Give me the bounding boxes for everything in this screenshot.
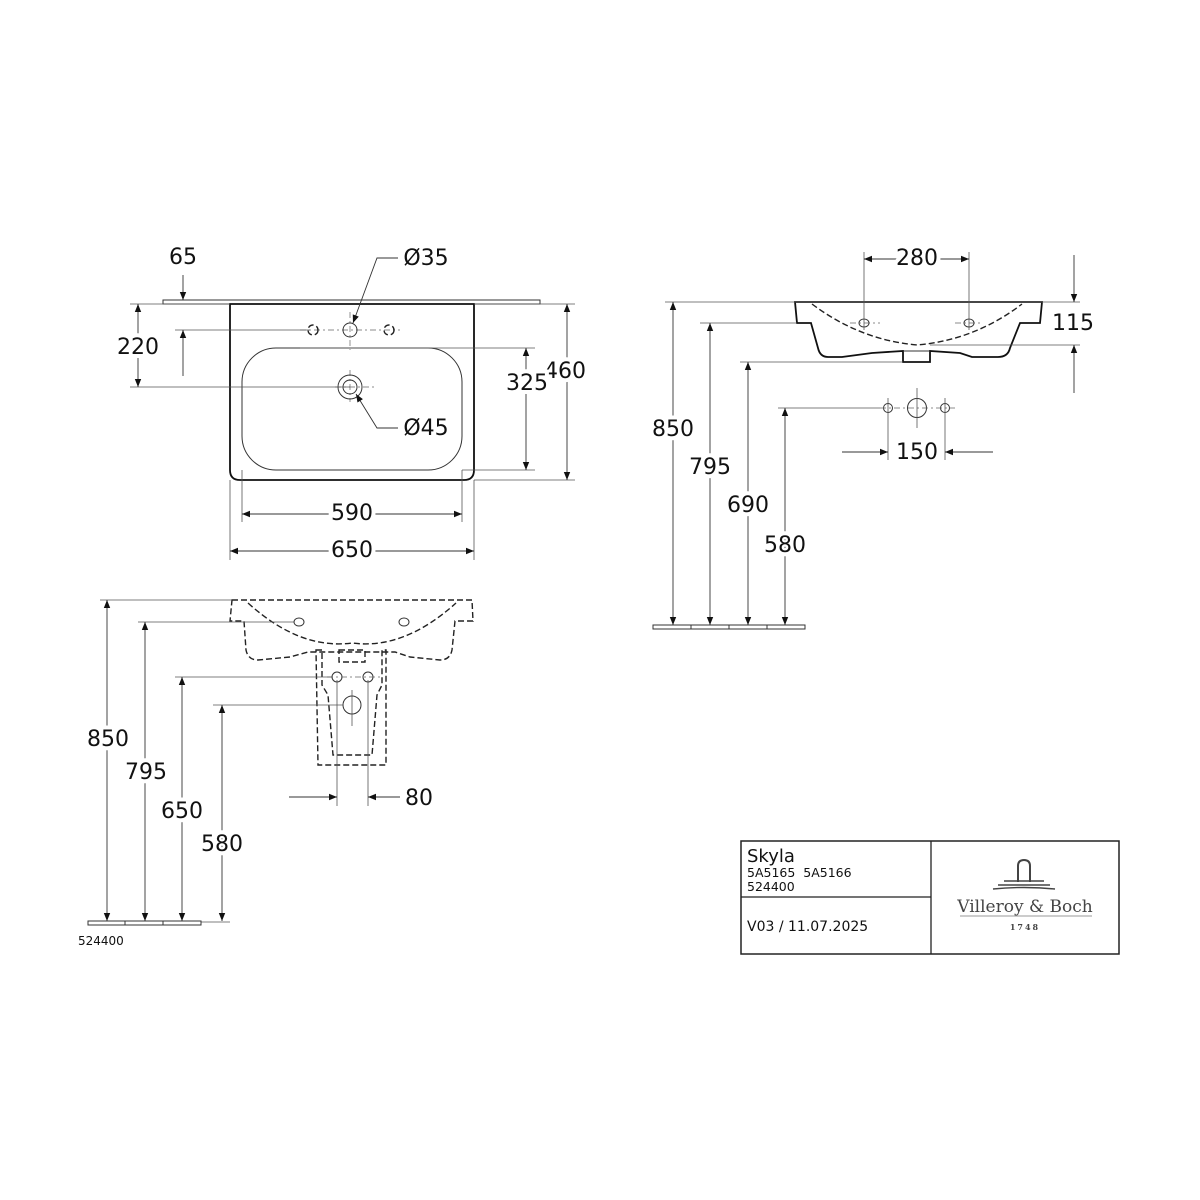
optional-tap-hole-right <box>383 324 395 336</box>
tap-hole <box>342 322 358 338</box>
dim-850: 850 <box>652 417 694 442</box>
optional-tap-hole-left <box>307 324 319 336</box>
tap-hole-diameter-label: Ø35 <box>403 246 448 271</box>
dim-460: 460 <box>544 359 586 384</box>
dim-795: 795 <box>125 760 167 785</box>
dim-850: 850 <box>87 727 129 752</box>
basin-side-outline <box>794 301 1043 363</box>
dim-280: 280 <box>896 246 938 271</box>
accessory-number: 524400 <box>747 879 795 894</box>
dim-580: 580 <box>764 533 806 558</box>
side-view: 280 115 150 850 795 690 580 <box>648 242 1094 630</box>
dim-115: 115 <box>1052 311 1094 336</box>
pedestal-dashed-outline <box>315 649 387 766</box>
dim-150: 150 <box>896 440 938 465</box>
dim-650: 650 <box>161 799 203 824</box>
brand-logo: Villeroy & Boch 1748 <box>956 858 1093 932</box>
floor-label: 524400 <box>78 934 124 948</box>
brand-name: Villeroy & Boch <box>956 897 1093 917</box>
drain-diameter-label: Ø45 <box>403 416 448 441</box>
dim-220: 220 <box>117 335 159 360</box>
faucet-icon <box>992 858 1056 890</box>
dim-325: 325 <box>506 371 548 396</box>
plan-view: 65 220 460 325 590 650 Ø35 Ø45 <box>113 245 590 567</box>
floor <box>652 624 806 630</box>
dim-590: 590 <box>331 501 373 526</box>
dim-650: 650 <box>331 538 373 563</box>
article-numbers: 5A5165 5A5166 <box>747 865 852 880</box>
dim-80: 80 <box>405 786 433 811</box>
dim-65: 65 <box>169 245 197 270</box>
title-block: Skyla 5A5165 5A5166 524400 V03 / 11.07.2… <box>740 840 1120 955</box>
product-name: Skyla <box>747 846 795 867</box>
pedestal-view: 850 795 650 580 80 524400 <box>78 599 474 948</box>
brand-founded: 1748 <box>1010 922 1040 932</box>
tap-hole-left <box>293 617 305 627</box>
dim-580: 580 <box>201 832 243 857</box>
dim-690: 690 <box>727 493 769 518</box>
tap-hole-right <box>398 617 410 627</box>
basin-dashed-outline <box>229 599 474 661</box>
floor <box>87 920 202 926</box>
dim-795: 795 <box>689 455 731 480</box>
version-date: V03 / 11.07.2025 <box>747 919 868 935</box>
